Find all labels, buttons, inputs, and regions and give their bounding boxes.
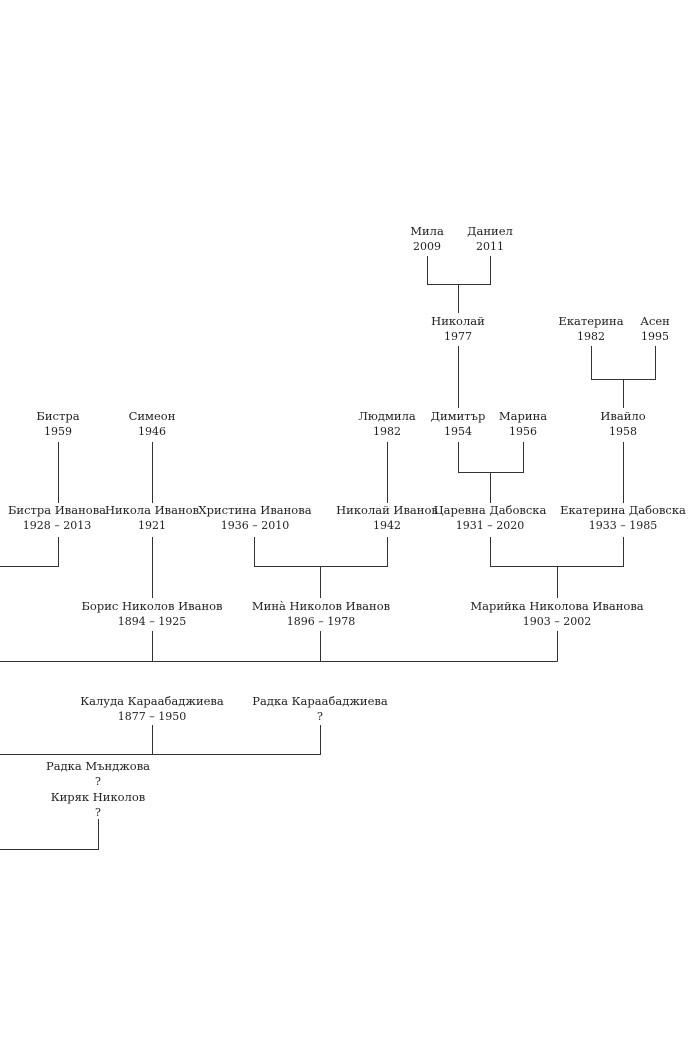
person-years: 1956 [509, 425, 537, 438]
person-years: 1921 [137, 519, 166, 532]
person-years: 1995 [641, 330, 669, 343]
person-lyudmila: Людмила 1982 [358, 409, 415, 439]
person-name: Борис Николов Иванов [81, 599, 223, 613]
person-ekaterina-1982: Екатерина 1982 [558, 314, 623, 344]
person-nikolai-1977: Николай 1977 [431, 314, 485, 344]
person-hristina-ivanova: Христина Иванова 1936 – 2010 [198, 503, 311, 533]
person-years: 1958 [608, 425, 637, 438]
person-name: Людмила [358, 409, 416, 423]
connector-bistra-ivanova-left [0, 537, 59, 567]
person-mina: Минà Николов Иванов 1896 – 1978 [252, 599, 390, 629]
person-years: 2009 [412, 240, 441, 253]
connector-mila-daniel [427, 256, 491, 285]
person-bistra-ivanova: Бистра Иванова 1928 – 2013 [8, 503, 106, 533]
person-name: Симеон [128, 409, 176, 423]
person-asen: Асен 1995 [640, 314, 670, 344]
person-years: 1959 [43, 425, 72, 438]
person-years: 1946 [138, 425, 166, 438]
person-years: 1931 – 2020 [455, 519, 525, 532]
person-years: 1896 – 1978 [286, 615, 356, 628]
person-kaluda: Калуда Караабаджиева 1877 – 1950 [80, 694, 224, 724]
person-name: Ивайло [600, 409, 646, 423]
connector-kaluda-radka [0, 725, 321, 755]
person-ivailo: Ивайло 1958 [600, 409, 645, 439]
person-name: Николай [431, 314, 485, 328]
person-name: Радка Мънджова [45, 759, 151, 773]
person-name: Калуда Караабаджиева [80, 694, 224, 708]
person-years: 1982 [373, 425, 401, 438]
person-name: Царевна Дабовска [433, 503, 547, 517]
person-dimitar: Димитър 1954 [431, 409, 486, 439]
person-name: Радка Караабаджиева [252, 694, 388, 708]
person-daniel: Даниел 2011 [467, 224, 513, 254]
person-bistra-1959: Бистра 1959 [36, 409, 79, 439]
person-name: Екатерина Дабовска [560, 503, 686, 517]
person-years: 1928 – 2013 [22, 519, 92, 532]
person-years: 2011 [476, 240, 504, 253]
connector-tsarevna-ekaterina [490, 537, 624, 567]
person-years: ? [95, 806, 101, 819]
person-years: ? [95, 775, 101, 788]
connector-hristina-nikolai [254, 537, 388, 567]
person-years: 1977 [443, 330, 472, 343]
person-years: 1942 [373, 519, 401, 532]
person-name: Николай Иванов [336, 503, 438, 517]
connector-kiryak-left [0, 819, 99, 850]
person-nikola-ivanov: Никола Иванов 1921 [105, 503, 199, 533]
person-years: 1954 [443, 425, 472, 438]
person-radka-karaabadzhieva: Радка Караабаджиева ? [252, 694, 387, 724]
person-ekaterina-dabovska: Екатерина Дабовска 1933 – 1985 [560, 503, 686, 533]
person-marina: Марина 1956 [499, 409, 547, 439]
person-years: 1903 – 2002 [522, 615, 592, 628]
person-kiryak: Киряк Николов ? [51, 790, 146, 820]
person-name: Даниел [467, 224, 513, 238]
connector-ekaterina-asen [591, 346, 656, 380]
person-mariika: Марийка Николова Иванова 1903 – 2002 [470, 599, 643, 629]
person-boris: Борис Николов Иванов 1894 – 1925 [81, 599, 222, 629]
person-name: Мила [410, 224, 444, 238]
person-name: Асен [640, 314, 670, 328]
person-tsarevna-dabovska: Царевна Дабовска 1931 – 2020 [434, 503, 547, 533]
person-years: 1933 – 1985 [588, 519, 658, 532]
person-name: Димитър [430, 409, 486, 423]
person-years: 1877 – 1950 [117, 710, 187, 723]
person-name: Екатерина [558, 314, 624, 328]
person-name: Бистра Иванова [7, 503, 107, 517]
person-name: Минà Николов Иванов [251, 599, 391, 613]
person-name: Киряк Николов [50, 790, 146, 804]
person-radka-mandzhova: Радка Мънджова ? [46, 759, 150, 789]
person-mila: Мила 2009 [410, 224, 444, 254]
person-name: Никола Иванов [104, 503, 200, 517]
person-nikolai-ivanov: Николай Иванов 1942 [336, 503, 438, 533]
person-years: ? [317, 710, 323, 723]
person-name: Христина Иванова [198, 503, 312, 517]
person-name: Бистра [36, 409, 80, 423]
person-years: 1894 – 1925 [117, 615, 187, 628]
person-simeon: Симеон 1946 [129, 409, 176, 439]
person-name: Марийка Николова Иванова [470, 599, 644, 613]
connector-dimitar-marina [458, 442, 524, 473]
person-years: 1982 [577, 330, 605, 343]
person-name: Марина [498, 409, 548, 423]
person-years: 1936 – 2010 [220, 519, 290, 532]
connector-siblings-bar [0, 631, 558, 662]
